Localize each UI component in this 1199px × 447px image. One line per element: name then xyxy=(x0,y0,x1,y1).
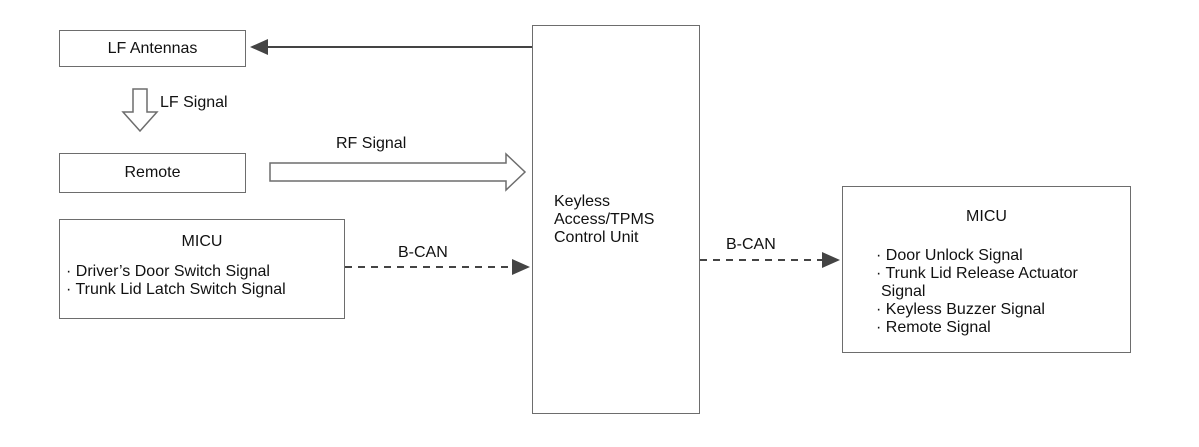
rf-signal-hollow-arrow xyxy=(269,152,527,192)
control-unit-line-3: Control Unit xyxy=(554,229,639,246)
bcan-left-arrowhead xyxy=(512,259,530,275)
lf-signal-label: LF Signal xyxy=(160,94,228,111)
rf-signal-label: RF Signal xyxy=(336,135,407,152)
micu-right-signal-list: · Door Unlock Signal · Trunk Lid Release… xyxy=(876,247,1078,337)
micu-right-title: MICU xyxy=(966,208,1007,225)
micu-left-title: MICU xyxy=(181,233,223,250)
bcan-right-arrowhead xyxy=(822,252,840,268)
remote-label: Remote xyxy=(124,164,181,181)
micu-right-item-keyless-buzzer: · Keyless Buzzer Signal xyxy=(876,301,1045,318)
control-unit-line-2: Access/TPMS xyxy=(554,211,655,228)
lf-signal-hollow-arrow xyxy=(121,88,159,133)
micu-left-item-driver-door: · Driver’s Door Switch Signal xyxy=(66,263,270,280)
micu-left-signal-list: · Driver’s Door Switch Signal · Trunk Li… xyxy=(66,263,286,299)
micu-left-item-trunk-latch: · Trunk Lid Latch Switch Signal xyxy=(66,281,286,298)
control-unit-line-1: Keyless xyxy=(554,193,611,210)
micu-right-box: MICU · Door Unlock Signal · Trunk Lid Re… xyxy=(842,186,1131,353)
lf-antennas-box: LF Antennas xyxy=(59,30,246,67)
micu-right-item-trunk-release: · Trunk Lid Release Actuator xyxy=(876,265,1078,282)
bcan-right-label: B-CAN xyxy=(726,236,776,253)
lf-antenna-arrowhead xyxy=(250,39,268,55)
control-unit-box: Keyless Access/TPMS Control Unit xyxy=(532,25,700,414)
micu-right-item-trunk-release-continued: Signal xyxy=(881,283,926,300)
micu-right-item-remote-signal: · Remote Signal xyxy=(876,319,991,336)
remote-box: Remote xyxy=(59,153,246,193)
lf-antennas-label: LF Antennas xyxy=(107,40,198,57)
micu-right-item-door-unlock: · Door Unlock Signal xyxy=(876,247,1023,264)
bcan-left-label: B-CAN xyxy=(398,244,448,261)
micu-left-box: MICU · Driver’s Door Switch Signal · Tru… xyxy=(59,219,345,319)
